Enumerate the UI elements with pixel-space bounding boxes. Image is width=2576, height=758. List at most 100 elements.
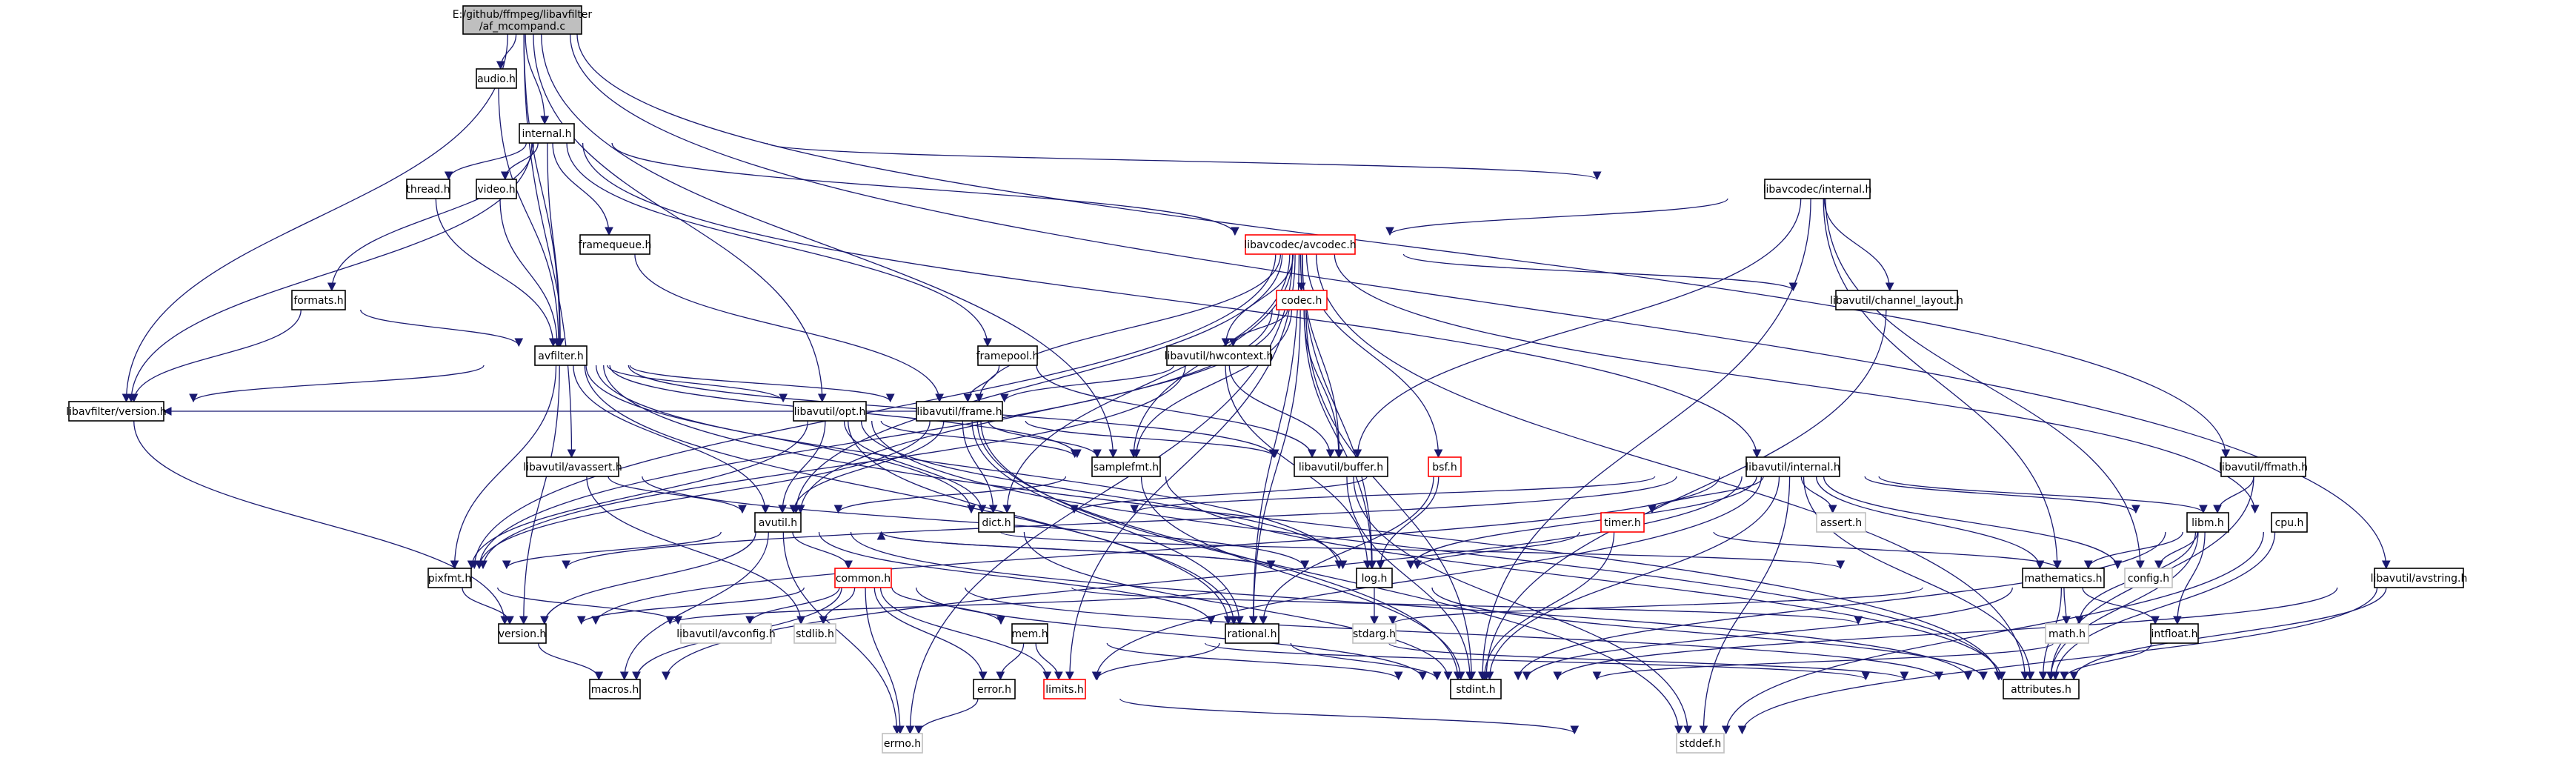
node-uversion[interactable]: version.h — [498, 623, 547, 644]
node-opt[interactable]: libavutil/opt.h — [793, 401, 867, 422]
node-dict[interactable]: dict.h — [978, 512, 1015, 533]
node-box-common[interactable] — [834, 568, 892, 588]
node-framepool[interactable]: framepool.h — [976, 345, 1039, 366]
node-mem[interactable]: mem.h — [1011, 623, 1048, 644]
node-box-framepool[interactable] — [977, 345, 1038, 366]
node-bsf[interactable]: bsf.h — [1428, 456, 1462, 477]
node-stdlib[interactable]: stdlib.h — [793, 623, 836, 644]
node-pixfmt[interactable]: pixfmt.h — [427, 568, 472, 588]
node-box-video[interactable] — [476, 179, 517, 199]
node-box-stdarg[interactable] — [1352, 623, 1397, 644]
node-box-internal[interactable] — [519, 123, 575, 144]
node-box-attributes[interactable] — [2003, 679, 2080, 699]
node-intfloat[interactable]: intfloat.h — [2150, 623, 2199, 644]
node-luinternal[interactable]: libavutil/internal.h — [1745, 456, 1840, 477]
node-box-avfilter[interactable] — [534, 345, 588, 366]
node-box-frame[interactable] — [916, 401, 1003, 422]
node-buffer[interactable]: libavutil/buffer.h — [1294, 456, 1388, 477]
node-attributes[interactable]: attributes.h — [2003, 679, 2080, 699]
node-box-dict[interactable] — [978, 512, 1015, 533]
node-avconfig[interactable]: libavutil/avconfig.h — [676, 623, 776, 644]
node-box-stddef[interactable] — [1676, 733, 1725, 754]
node-stdint[interactable]: stdint.h — [1450, 679, 1502, 699]
node-box-avstring[interactable] — [2374, 568, 2464, 588]
node-box-log[interactable] — [1356, 568, 1393, 588]
node-frame[interactable]: libavutil/frame.h — [916, 401, 1003, 422]
node-avcodec[interactable]: libavcodec/avcodec.h — [1244, 234, 1357, 255]
node-samplefmt[interactable]: samplefmt.h — [1091, 456, 1161, 477]
node-box-libm[interactable] — [2186, 512, 2229, 533]
node-video[interactable]: video.h — [476, 179, 517, 199]
node-codec[interactable]: codec.h — [1276, 290, 1328, 310]
node-cpu[interactable]: cpu.h — [2271, 512, 2308, 533]
node-box-avcodec[interactable] — [1245, 234, 1356, 255]
node-limits[interactable]: limits.h — [1043, 679, 1086, 699]
node-box-buffer[interactable] — [1294, 456, 1388, 477]
node-assert[interactable]: assert.h — [1816, 512, 1866, 533]
node-libm[interactable]: libm.h — [2186, 512, 2229, 533]
node-stddef[interactable]: stddef.h — [1676, 733, 1725, 754]
node-log[interactable]: log.h — [1356, 568, 1393, 588]
node-box-lcinternal[interactable] — [1764, 179, 1871, 199]
node-errno[interactable]: errno.h — [882, 733, 923, 754]
node-box-stdlib[interactable] — [793, 623, 836, 644]
node-avassert[interactable]: libavutil/avassert.h — [523, 456, 622, 477]
node-box-pixfmt[interactable] — [427, 568, 472, 588]
node-box-hwcontext[interactable] — [1166, 345, 1271, 366]
node-macros[interactable]: macros.h — [589, 679, 641, 699]
node-error[interactable]: error.h — [973, 679, 1016, 699]
node-box-timer[interactable] — [1600, 512, 1645, 533]
node-box-assert[interactable] — [1816, 512, 1866, 533]
node-box-avutil[interactable] — [754, 512, 802, 533]
node-box-audio[interactable] — [476, 68, 517, 89]
node-timer[interactable]: timer.h — [1600, 512, 1645, 533]
node-box-formats[interactable] — [291, 290, 346, 310]
node-box-framequeue[interactable] — [579, 234, 650, 255]
node-box-mem[interactable] — [1011, 623, 1048, 644]
node-box-opt[interactable] — [793, 401, 867, 422]
node-config[interactable]: config.h — [2124, 568, 2173, 588]
node-hwcontext[interactable]: libavutil/hwcontext.h — [1165, 345, 1274, 366]
node-box-avconfig[interactable] — [680, 623, 772, 644]
node-box-rational[interactable] — [1225, 623, 1279, 644]
node-box-error[interactable] — [973, 679, 1016, 699]
node-stdarg[interactable]: stdarg.h — [1352, 623, 1397, 644]
node-mathh[interactable]: math.h — [2045, 623, 2089, 644]
node-box-mathh[interactable] — [2045, 623, 2089, 644]
node-box-root[interactable] — [462, 5, 582, 35]
node-box-samplefmt[interactable] — [1091, 456, 1161, 477]
node-box-stdint[interactable] — [1450, 679, 1502, 699]
node-box-version[interactable] — [68, 401, 164, 422]
node-avstring[interactable]: libavutil/avstring.h — [2371, 568, 2468, 588]
node-audio[interactable]: audio.h — [476, 68, 517, 89]
node-mathematics[interactable]: mathematics.h — [2022, 568, 2105, 588]
node-box-macros[interactable] — [589, 679, 641, 699]
node-version[interactable]: libavfilter/version.h — [66, 401, 167, 422]
node-box-limits[interactable] — [1043, 679, 1086, 699]
node-box-ffmath[interactable] — [2220, 456, 2306, 477]
node-box-bsf[interactable] — [1428, 456, 1462, 477]
node-ffmath[interactable]: libavutil/ffmath.h — [2219, 456, 2308, 477]
node-box-errno[interactable] — [882, 733, 923, 754]
node-avutil[interactable]: avutil.h — [754, 512, 802, 533]
node-internal[interactable]: internal.h — [519, 123, 575, 144]
node-framequeue[interactable]: framequeue.h — [579, 234, 652, 255]
node-box-luinternal[interactable] — [1745, 456, 1840, 477]
node-thread[interactable]: thread.h — [406, 179, 450, 199]
node-box-uversion[interactable] — [498, 623, 547, 644]
node-box-thread[interactable] — [406, 179, 450, 199]
node-common[interactable]: common.h — [834, 568, 892, 588]
node-box-intfloat[interactable] — [2150, 623, 2199, 644]
node-box-avassert[interactable] — [526, 456, 619, 477]
node-rational[interactable]: rational.h — [1225, 623, 1279, 644]
node-chlayout[interactable]: libavutil/channel_layout.h — [1830, 290, 1963, 310]
node-box-config[interactable] — [2124, 568, 2173, 588]
node-box-mathematics[interactable] — [2022, 568, 2105, 588]
node-box-cpu[interactable] — [2271, 512, 2308, 533]
node-box-chlayout[interactable] — [1835, 290, 1958, 310]
node-box-codec[interactable] — [1276, 290, 1328, 310]
node-lcinternal[interactable]: libavcodec/internal.h — [1763, 179, 1872, 199]
node-avfilter[interactable]: avfilter.h — [534, 345, 588, 366]
node-root[interactable]: E:/github/ffmpeg/libavfilter/af_mcompand… — [453, 5, 593, 35]
node-formats[interactable]: formats.h — [291, 290, 346, 310]
